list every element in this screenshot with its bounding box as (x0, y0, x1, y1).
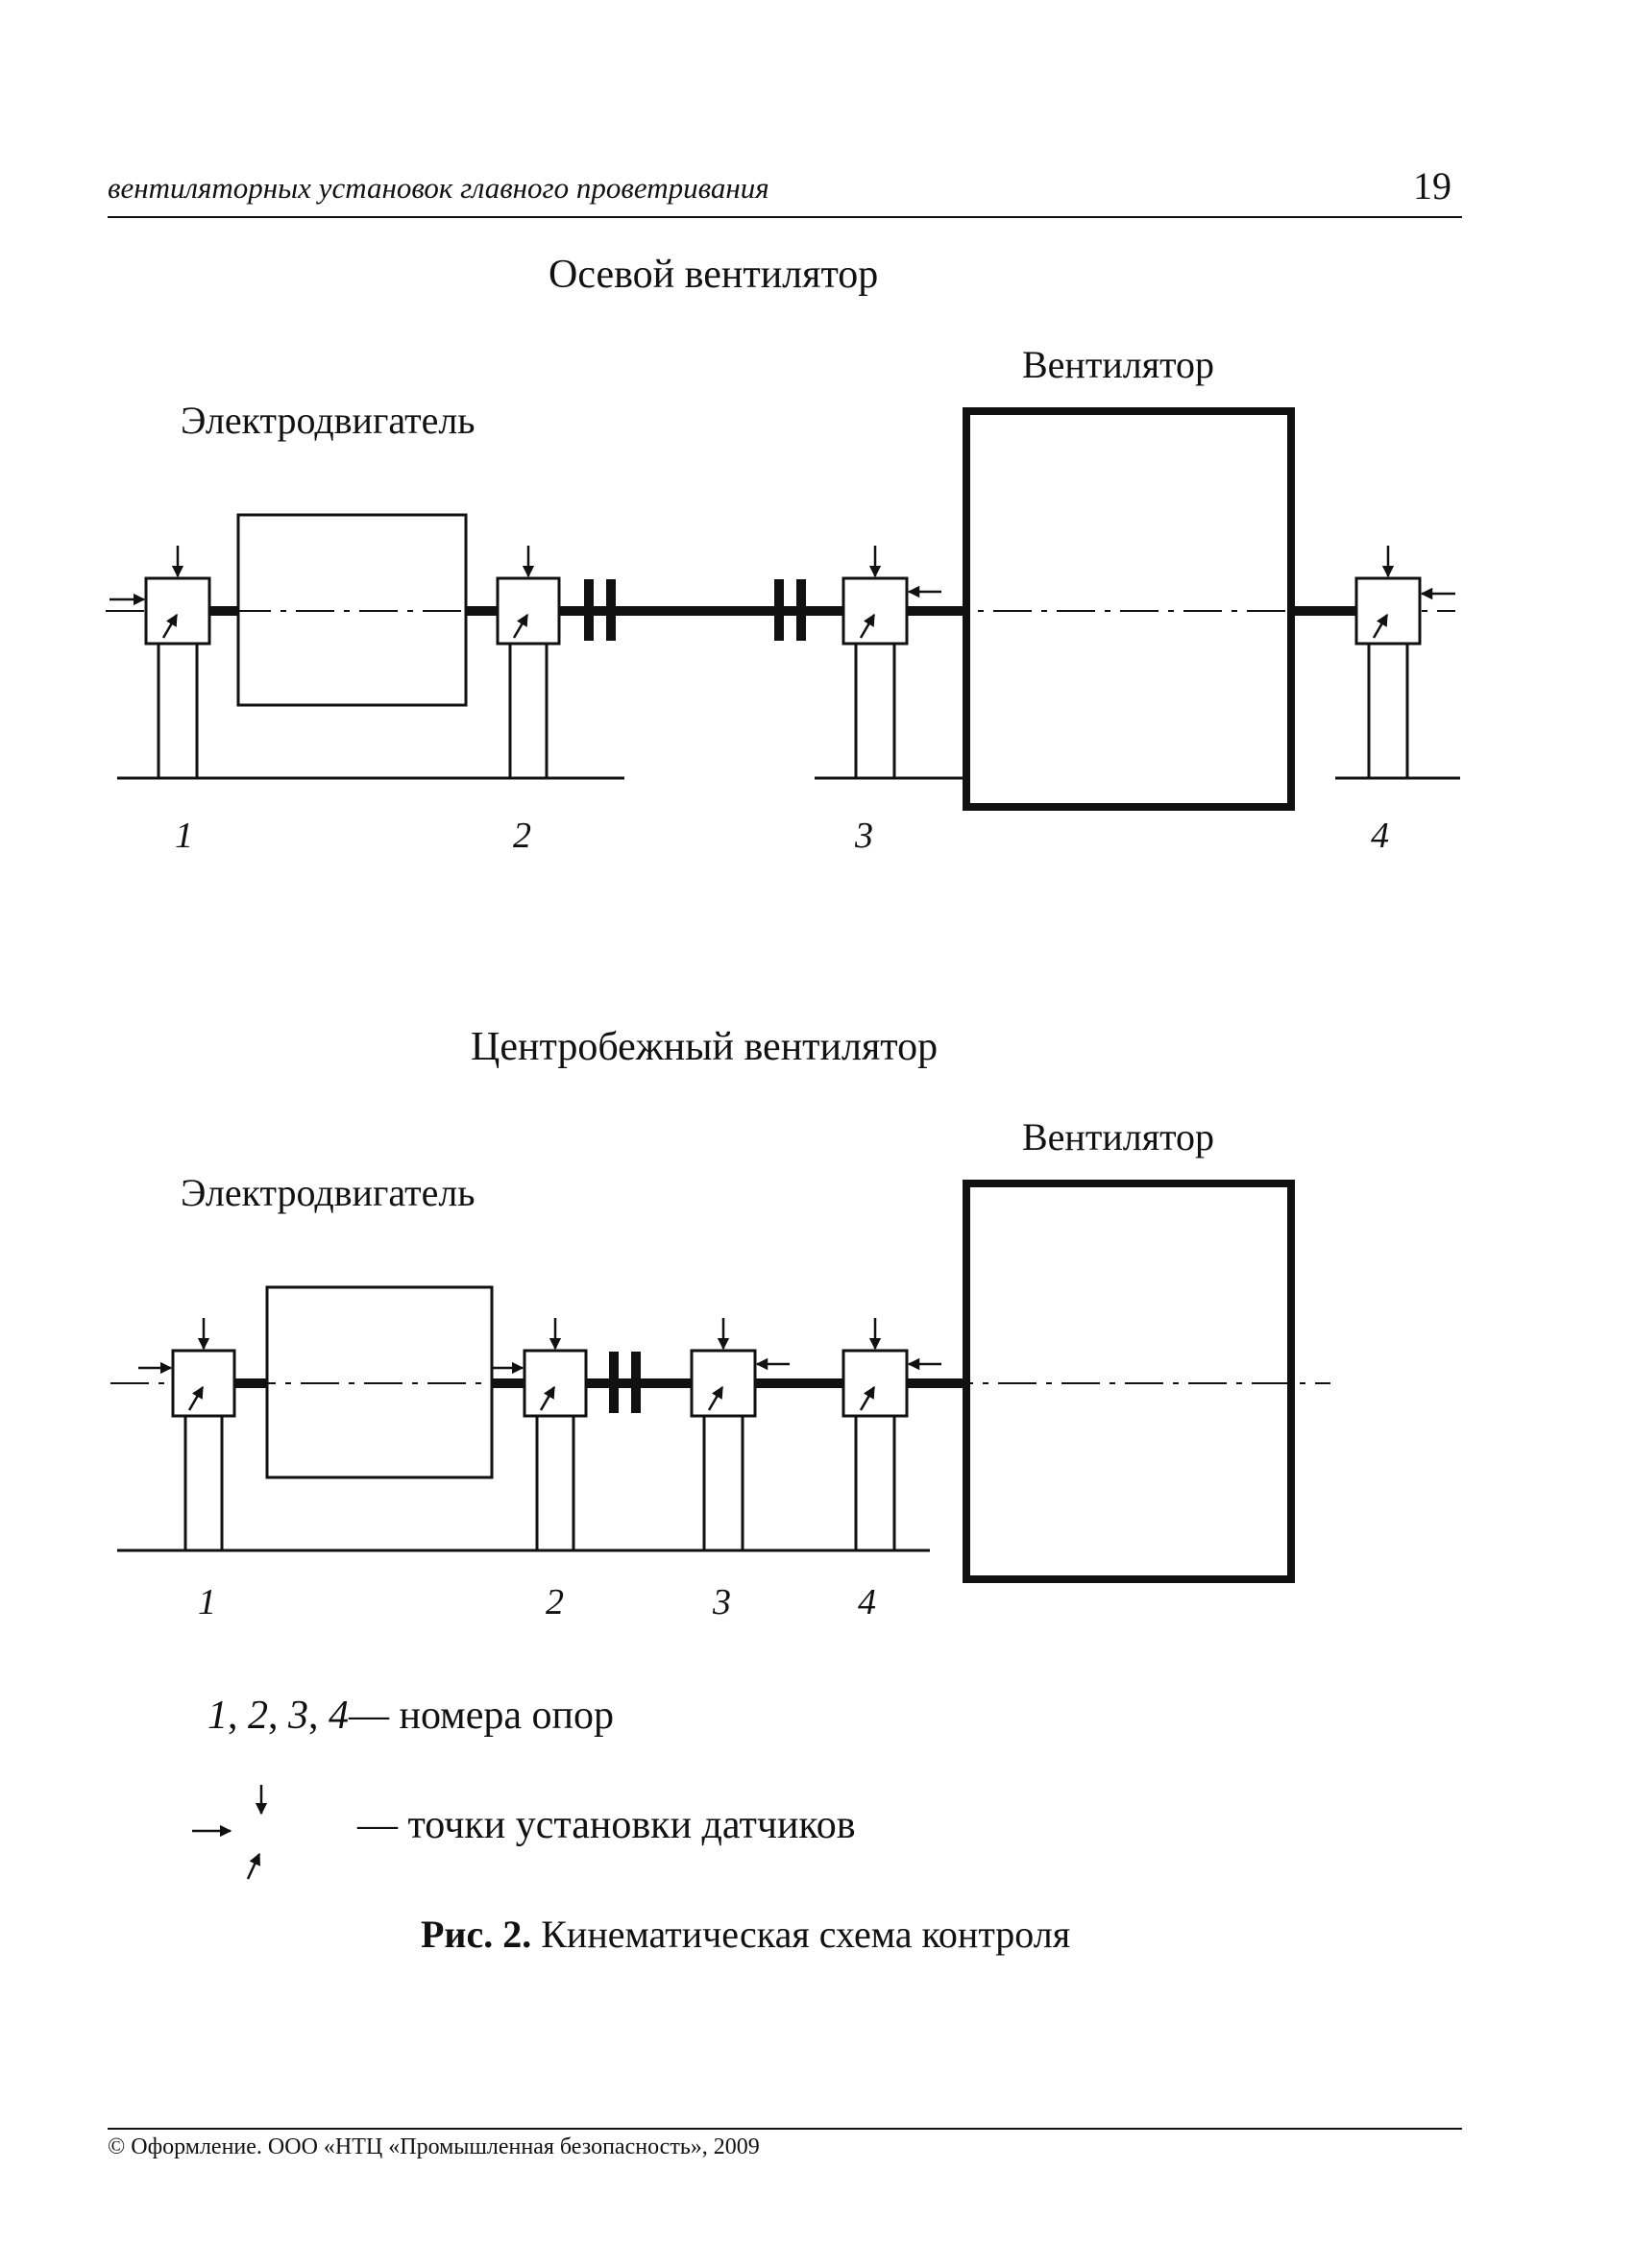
legend-number: 4 (329, 1694, 349, 1738)
diagram-1-support-number: 4 (1371, 816, 1389, 856)
bearing-support-3 (841, 546, 941, 778)
bearing-box (144, 576, 211, 646)
legend-number: 1 (207, 1694, 228, 1738)
bearing-box (496, 576, 561, 646)
coupling (609, 1352, 619, 1413)
fan-housing (963, 407, 1295, 811)
legend-number: 2 (248, 1694, 268, 1738)
coupling (774, 579, 784, 641)
axial-sensor-arrow (1372, 613, 1389, 639)
running-head: вентиляторных установок главного проветр… (108, 171, 769, 205)
bearing-box (841, 576, 909, 646)
coupling (606, 579, 616, 641)
bearing-box (1354, 576, 1422, 646)
bearing-support-2 (496, 546, 561, 778)
coupling (796, 579, 806, 641)
bearing-box (690, 1349, 757, 1418)
bearing-support-4 (841, 1318, 941, 1550)
legend-separator: , (308, 1694, 329, 1738)
bearing-support-1 (138, 1318, 236, 1550)
bearing-support-2 (492, 1318, 588, 1550)
footer-copyright: © Оформление. ООО «НТЦ «Промышленная без… (108, 2134, 760, 2159)
bearing-support-1 (110, 546, 211, 778)
axial-sensor-arrow (707, 1385, 724, 1411)
diagram-1-title: Осевой вентилятор (549, 253, 879, 297)
axial-sensor-arrow (859, 1385, 876, 1411)
axial-sensor-arrow (539, 1385, 556, 1411)
header-rule (108, 216, 1462, 218)
diagram-1-support-number: 1 (175, 816, 193, 856)
diagram-1-support-number: 3 (855, 816, 873, 856)
figure-caption: Рис. 2. Кинематическая схема контроля (421, 1912, 1070, 1957)
electric-motor (236, 513, 468, 707)
bearing-support-4 (1354, 546, 1455, 778)
page-number: 19 (1413, 164, 1451, 207)
diagram-1-fan-label: Вентилятор (1022, 343, 1215, 386)
diagram-1-motor-label: Электродвигатель (181, 399, 476, 442)
legend-supports: 1, 2, 3, 4— номера опор (207, 1693, 614, 1739)
diagram-2-fan-label: Вентилятор (1022, 1115, 1215, 1158)
bearing-box (523, 1349, 588, 1418)
electric-motor (265, 1285, 494, 1479)
bearing-support-3 (690, 1318, 790, 1550)
axial-sensor-arrow (161, 613, 179, 639)
figure-caption-text: Кинематическая схема контроля (531, 1913, 1071, 1956)
coupling (584, 579, 594, 641)
diagram-2-support-number: 1 (198, 1582, 216, 1622)
diagram-2-centrifugal (110, 1180, 1330, 1583)
axial-sensor-arrow (859, 613, 876, 639)
diagram-2-title: Центробежный вентилятор (471, 1025, 939, 1069)
diagram-2-support-number: 4 (858, 1582, 876, 1622)
bearing-box (171, 1349, 236, 1418)
fan-housing (963, 1180, 1295, 1583)
legend-number: 3 (288, 1694, 308, 1738)
diagram-2-motor-label: Электродвигатель (181, 1171, 476, 1214)
diagram-2-support-number: 2 (546, 1582, 564, 1622)
legend-sensors-text: — точки установки датчиков (357, 1803, 856, 1847)
legend-separator: , (228, 1694, 248, 1738)
axial-sensor-arrow (246, 1852, 261, 1880)
axial-sensor-arrow (187, 1385, 205, 1411)
legend-sensor-symbol (192, 1785, 268, 1880)
coupling (631, 1352, 641, 1413)
diagram-1-support-number: 2 (513, 816, 531, 856)
legend-separator: , (268, 1694, 288, 1738)
footer-rule (108, 2128, 1462, 2130)
bearing-box (841, 1349, 909, 1418)
diagram-1-axial (106, 407, 1460, 811)
figure-caption-label: Рис. 2. (421, 1913, 532, 1956)
diagram-2-support-number: 3 (713, 1582, 731, 1622)
axial-sensor-arrow (512, 613, 529, 639)
legend-supports-text: — номера опор (349, 1694, 615, 1738)
